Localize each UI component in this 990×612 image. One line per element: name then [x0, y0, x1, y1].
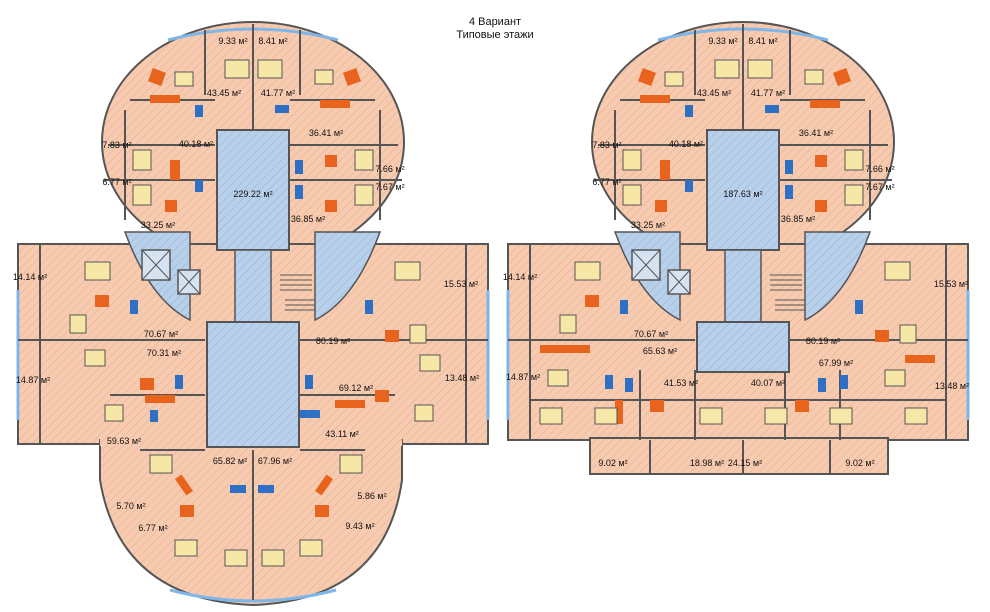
- left-furniture: [69, 59, 441, 567]
- area-label: 43.45 м²: [207, 88, 241, 98]
- area-labels: 9.33 м² 8.41 м² 43.45 м² 41.77 м² 36.41 …: [13, 36, 969, 533]
- area-label: 7.83 м²: [102, 140, 131, 150]
- area-label: 9.02 м²: [598, 458, 627, 468]
- area-label: 43.45 м²: [697, 88, 731, 98]
- area-label: 8.41 м²: [258, 36, 287, 46]
- area-label: 7.67 м²: [865, 182, 894, 192]
- left-core: [123, 129, 382, 448]
- right-interior-walls: [508, 24, 968, 474]
- area-label: 40.18 м²: [669, 139, 703, 149]
- left-floor-plan: [16, 21, 490, 607]
- area-label: 14.14 м²: [13, 272, 47, 282]
- area-label: 43.11 м²: [325, 429, 359, 439]
- right-floor-plan: [506, 21, 970, 475]
- area-label: 41.53 м²: [664, 378, 698, 388]
- area-label: 59.63 м²: [107, 436, 141, 446]
- area-label: 6.77 м²: [592, 177, 621, 187]
- area-label: 6.77 м²: [102, 177, 131, 187]
- area-label: 67.96 м²: [258, 456, 292, 466]
- area-label: 7.83 м²: [592, 140, 621, 150]
- area-label: 70.67 м²: [634, 329, 668, 339]
- area-label: 13.48 м²: [445, 373, 479, 383]
- area-label: 33.25 м²: [631, 220, 665, 230]
- floor-type-title: Типовые этажи: [456, 29, 534, 41]
- right-furniture: [539, 59, 935, 425]
- area-label: 80.19 м²: [316, 336, 350, 346]
- area-label: 229.22 м²: [233, 189, 272, 199]
- area-label: 9.33 м²: [708, 36, 737, 46]
- area-label: 24.15 м²: [728, 458, 762, 468]
- area-label: 13.48 м²: [935, 381, 969, 391]
- area-label: 80.19 м²: [806, 336, 840, 346]
- area-label: 9.33 м²: [218, 36, 247, 46]
- area-label: 65.63 м²: [643, 346, 677, 356]
- area-label: 67.99 м²: [819, 358, 853, 368]
- area-label: 70.31 м²: [147, 348, 181, 358]
- right-core: [613, 129, 872, 373]
- area-label: 6.77 м²: [138, 523, 167, 533]
- area-label: 36.41 м²: [799, 128, 833, 138]
- variant-title: 4 Вариант: [468, 16, 522, 28]
- area-label: 36.41 м²: [309, 128, 343, 138]
- area-label: 14.87 м²: [506, 372, 540, 382]
- area-label: 18.98 м²: [690, 458, 724, 468]
- area-label: 15.53 м²: [934, 279, 968, 289]
- area-label: 187.63 м²: [723, 189, 762, 199]
- area-label: 9.02 м²: [845, 458, 874, 468]
- area-label: 9.43 м²: [345, 521, 374, 531]
- area-label: 7.67 м²: [375, 182, 404, 192]
- area-label: 7.66 м²: [375, 164, 404, 174]
- area-label: 65.82 м²: [213, 456, 247, 466]
- area-label: 40.18 м²: [179, 139, 213, 149]
- area-label: 7.66 м²: [865, 164, 894, 174]
- area-label: 5.70 м²: [116, 501, 145, 511]
- area-label: 70.67 м²: [144, 329, 178, 339]
- area-label: 14.14 м²: [503, 272, 537, 282]
- area-label: 14.87 м²: [16, 375, 50, 385]
- area-label: 41.77 м²: [751, 88, 785, 98]
- area-label: 69.12 м²: [339, 383, 373, 393]
- area-label: 36.85 м²: [291, 214, 325, 224]
- area-label: 33.25 м²: [141, 220, 175, 230]
- sheet-title: 4 Вариант Типовые этажи: [395, 16, 595, 42]
- area-label: 36.85 м²: [781, 214, 815, 224]
- area-label: 15.53 м²: [444, 279, 478, 289]
- area-label: 41.77 м²: [261, 88, 295, 98]
- area-label: 5.86 м²: [357, 491, 386, 501]
- area-label: 40.07 м²: [751, 378, 785, 388]
- area-label: 8.41 м²: [748, 36, 777, 46]
